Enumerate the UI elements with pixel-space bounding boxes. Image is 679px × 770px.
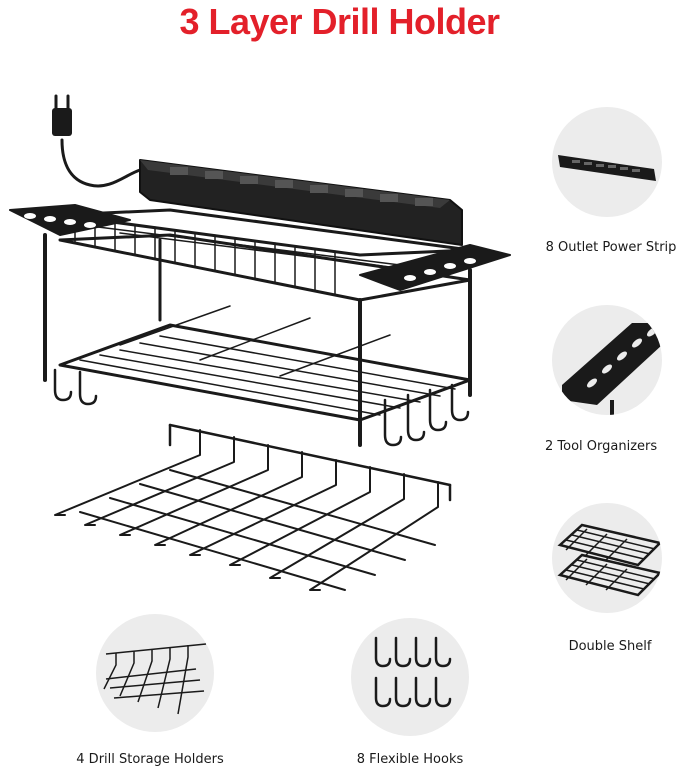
drill-holders-icon <box>103 643 207 715</box>
power-strip-label: 8 Outlet Power Strip <box>545 240 677 255</box>
hooks-label: 8 Flexible Hooks <box>356 752 464 767</box>
drill-holders-label: 4 Drill Storage Holders <box>76 752 224 767</box>
tool-organizer-label: 2 Tool Organizers <box>545 439 658 454</box>
page-title: 3 Layer Drill Holder <box>179 1 500 42</box>
double-shelf-icon <box>557 523 662 597</box>
drill-holders-circle <box>96 614 214 732</box>
drill-rack-product-icon <box>9 94 511 591</box>
double-shelf-circle <box>552 503 662 613</box>
hooks-circle <box>351 618 469 736</box>
tool-organizer-circle <box>552 305 662 415</box>
double-shelf-label: Double Shelf <box>568 639 652 654</box>
tool-organizer-icon <box>562 323 662 415</box>
power-strip-icon <box>558 155 656 181</box>
power-strip-circle <box>552 107 662 217</box>
hooks-icon <box>374 636 452 708</box>
